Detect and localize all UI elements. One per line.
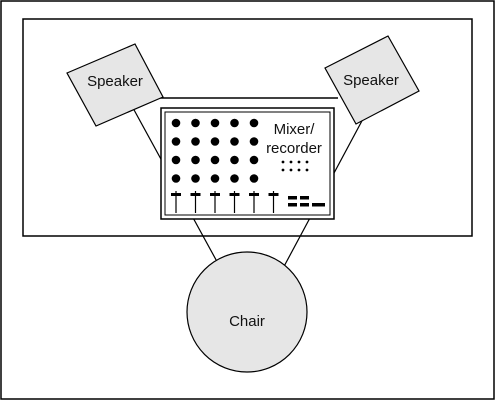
mixer-indicator-dots [281, 160, 309, 172]
mixer-knob [171, 155, 181, 165]
speaker-left: Speaker [66, 43, 164, 127]
indicator-dot [289, 168, 293, 172]
fader-knob [268, 193, 279, 196]
speaker-left-label: Speaker [87, 73, 143, 90]
fader-knob [249, 193, 259, 196]
mixer-knob [171, 137, 181, 146]
mixer-knob [171, 118, 181, 128]
meter-bar [288, 203, 297, 207]
indicator-dot [305, 168, 309, 172]
chair-label: Chair [229, 313, 265, 330]
mixer-faders [171, 191, 279, 213]
mixer-label-line2: recorder [266, 140, 322, 157]
indicator-dot [289, 160, 293, 164]
mixer-knob [230, 137, 239, 146]
meter-bar [288, 196, 297, 200]
mixer-label-line1: Mixer/ [274, 121, 316, 138]
mixer-knob [171, 174, 181, 183]
indicator-dot [281, 168, 285, 172]
speaker-left-box [66, 43, 164, 127]
indicator-dot [297, 168, 301, 172]
mixer-knob [210, 174, 220, 183]
mixer-recorder: Mixer/ recorder [160, 107, 335, 220]
mixer-knob [230, 155, 239, 165]
mixer-knob [191, 137, 200, 146]
mixer-knob [191, 155, 200, 165]
mixer-knob [191, 118, 200, 128]
mixer-knob [210, 155, 220, 165]
fader-knob [210, 193, 220, 196]
fader-knob [190, 193, 201, 196]
room-area [22, 18, 473, 237]
fader-knob [229, 193, 240, 196]
mixer-outer-box [160, 107, 335, 220]
mixer-knob [249, 174, 259, 183]
mixer-knob [249, 118, 259, 128]
meter-bar [312, 203, 325, 207]
mixer-knob [191, 174, 200, 183]
meter-bar [300, 196, 309, 200]
fader-knob [171, 193, 181, 196]
indicator-dot [281, 160, 285, 164]
mixer-knob-grid [171, 118, 259, 183]
mixer-inner-box [164, 111, 331, 216]
speaker-right-label: Speaker [343, 72, 399, 89]
mixer-meters [288, 196, 325, 207]
chair-shape [186, 251, 308, 373]
mixer-knob [230, 118, 239, 128]
mixer-knob [210, 137, 220, 146]
mixer-knob [230, 174, 239, 183]
mixer-knob [249, 155, 259, 165]
indicator-dot [297, 160, 301, 164]
speaker-right: Speaker [324, 35, 420, 125]
mixer-knob [210, 118, 220, 128]
indicator-dot [305, 160, 309, 164]
meter-bar [300, 203, 309, 207]
mixer-knob [249, 137, 259, 146]
speaker-right-box [324, 35, 420, 125]
